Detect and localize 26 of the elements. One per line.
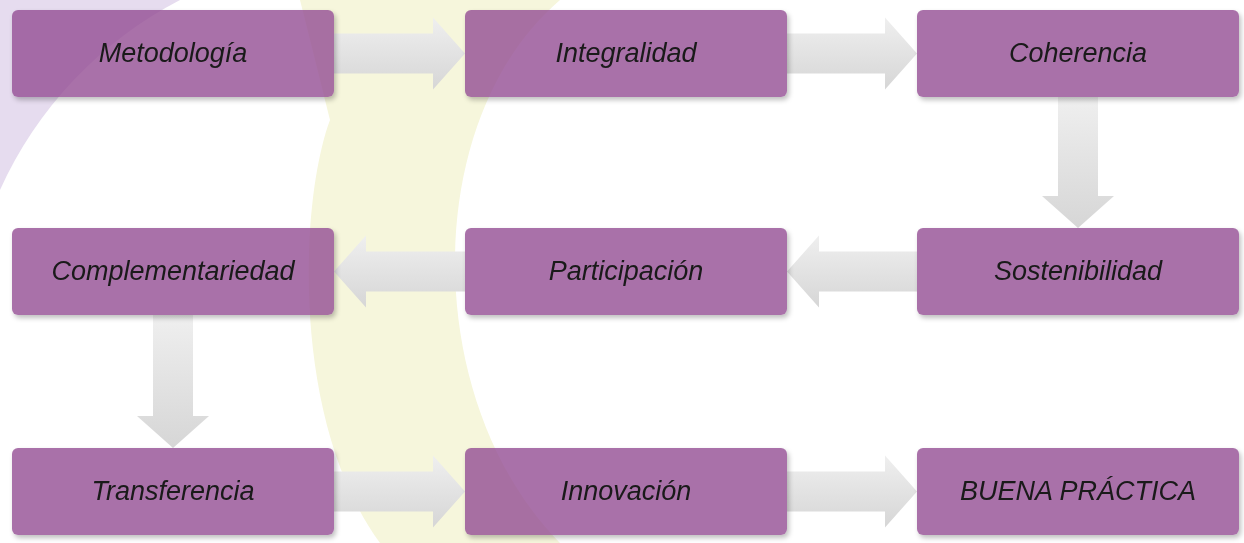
box-label: Innovación — [560, 476, 692, 507]
block-arrow — [1042, 97, 1114, 228]
box-label: Coherencia — [1008, 38, 1148, 69]
box-label: Complementariedad — [51, 256, 295, 287]
process-box — [917, 10, 1239, 97]
process-box — [12, 448, 334, 535]
box-label: Integralidad — [555, 38, 697, 69]
process-box — [917, 228, 1239, 315]
block-arrow — [787, 235, 917, 308]
block-arrow — [787, 17, 917, 90]
process-box — [465, 228, 787, 315]
block-arrow — [334, 455, 465, 528]
process-box — [465, 448, 787, 535]
box-label: Metodología — [98, 38, 248, 69]
block-arrow — [334, 235, 465, 308]
block-arrow — [334, 17, 465, 90]
block-arrow — [787, 455, 917, 528]
process-box — [917, 448, 1239, 535]
process-box — [12, 228, 334, 315]
process-box — [12, 10, 334, 97]
block-arrow — [137, 315, 209, 448]
box-label: BUENA PRÁCTICA — [959, 476, 1196, 507]
process-box — [465, 10, 787, 97]
box-label: Sostenibilidad — [993, 256, 1163, 287]
box-label: Transferencia — [91, 476, 255, 507]
box-label: Participación — [548, 256, 704, 287]
